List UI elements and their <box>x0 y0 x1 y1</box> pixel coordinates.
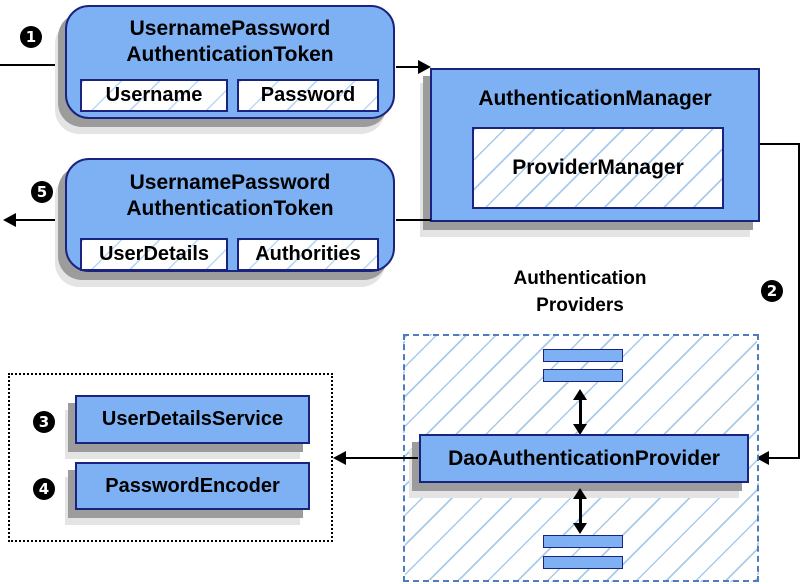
bidirectional-arrow-top <box>572 389 588 435</box>
user-details-service-node: UserDetailsService <box>75 395 310 444</box>
provider-stack-bar-bottom-2 <box>543 556 623 569</box>
authentication-providers-container: DaoAuthenticationProvider <box>403 334 759 582</box>
flow-line-manager-right <box>760 143 800 145</box>
provider-stack-bar-top-1 <box>543 349 623 362</box>
bidirectional-arrow-bottom <box>572 488 588 534</box>
provider-stack-bar-top-2 <box>543 369 623 382</box>
response-token-title-line2: AuthenticationToken <box>126 197 334 220</box>
password-field-box: Password <box>237 79 379 112</box>
request-token-node: UsernamePassword AuthenticationToken Use… <box>65 5 395 119</box>
arrowhead-into-dao <box>756 451 769 465</box>
flow-line-token-to-manager <box>396 66 420 68</box>
authentication-manager-node: AuthenticationManager ProviderManager <box>430 68 760 222</box>
authentication-manager-title: AuthenticationManager <box>478 87 712 110</box>
step-1-badge: 1 <box>20 26 42 48</box>
response-token-node: UsernamePassword AuthenticationToken Use… <box>65 158 395 272</box>
username-field-box: Username <box>80 79 228 112</box>
flow-line-manager-to-response <box>396 219 431 221</box>
step-2-badge: 2 <box>761 280 783 302</box>
arrowhead-up <box>573 488 587 499</box>
password-encoder-node: PasswordEncoder <box>75 462 310 510</box>
step-3-badge: 3 <box>33 411 55 433</box>
authentication-providers-label: Authentication Providers <box>455 265 705 319</box>
authentication-providers-label-line1: Authentication <box>513 268 647 289</box>
authentication-providers-label-line2: Providers <box>536 295 624 316</box>
services-container: 3 UserDetailsService 4 PasswordEncoder <box>8 373 333 542</box>
arrow-shaft <box>578 499 582 523</box>
step-4-badge: 4 <box>33 478 55 500</box>
response-token-title-line1: UsernamePassword <box>129 171 331 194</box>
step-5-badge: 5 <box>31 181 53 203</box>
request-token-title-line2: AuthenticationToken <box>126 43 334 66</box>
flow-line-in <box>0 64 66 66</box>
flow-line-out <box>14 219 67 221</box>
dao-authentication-provider-node: DaoAuthenticationProvider <box>419 434 749 483</box>
flow-line-dao-to-services <box>346 457 418 459</box>
arrowhead-out-left <box>3 213 16 227</box>
arrow-shaft <box>578 400 582 424</box>
flow-line-into-dao <box>768 457 800 459</box>
provider-manager-node: ProviderManager <box>472 127 724 209</box>
arrowhead-into-manager <box>418 60 431 74</box>
arrowhead-down <box>573 424 587 435</box>
arrowhead-up <box>573 389 587 400</box>
request-token-title-line1: UsernamePassword <box>129 17 331 40</box>
userdetails-field-box: UserDetails <box>80 238 228 271</box>
arrowhead-down <box>573 523 587 534</box>
request-token-title: UsernamePassword AuthenticationToken <box>67 16 393 68</box>
authorities-field-box: Authorities <box>237 238 379 271</box>
response-token-title: UsernamePassword AuthenticationToken <box>67 170 393 222</box>
flow-line-right-vertical <box>798 143 800 459</box>
arrowhead-into-services <box>333 451 346 465</box>
provider-stack-bar-bottom-1 <box>543 535 623 548</box>
